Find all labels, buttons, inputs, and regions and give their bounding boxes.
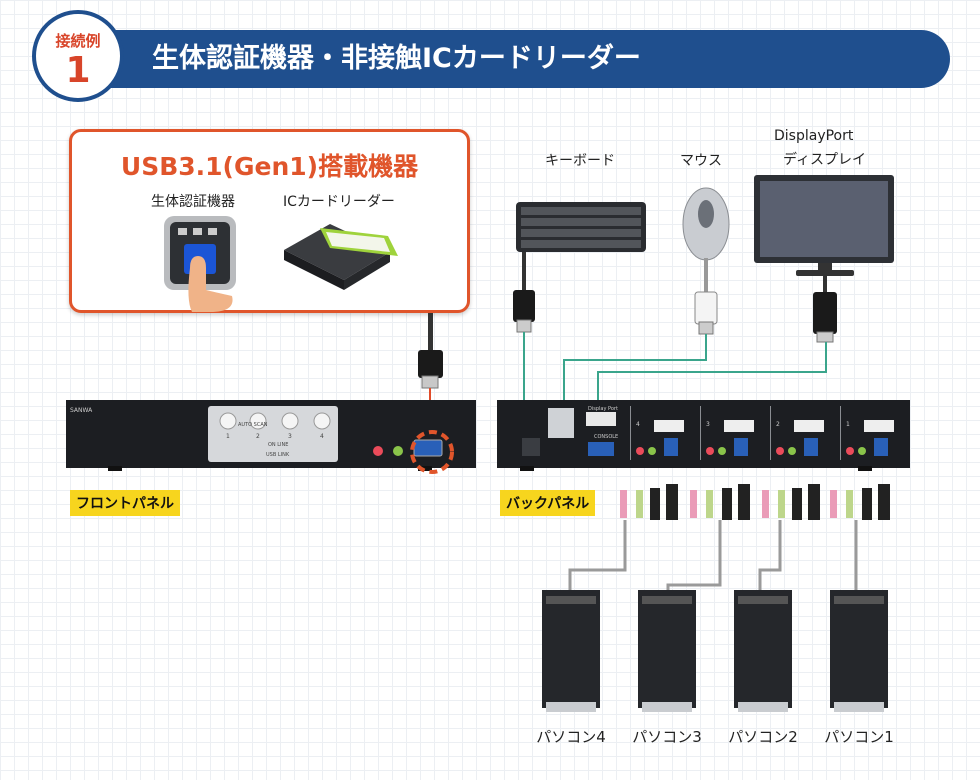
pc-label-2: パソコン2 [728,728,798,746]
front-usb-link: USB LINK [266,452,290,458]
ic-reader-label: ICカードリーダー [283,194,395,210]
front-panel-tag: フロントパネル [70,490,180,516]
back-panel-device [497,400,910,471]
biometric-label: 生体認証機器 [151,194,235,210]
front-panel-device [66,400,476,474]
badge-label: 接続例 [55,32,101,50]
back-display-port-console: Display Port [588,406,618,412]
pc-plugs [620,484,890,520]
front-on-line: ON LINE [268,442,288,448]
ic-card-reader-icon [284,224,398,290]
usb-device-box [69,129,470,313]
back-port-b: 3 [706,421,710,428]
keyboard-label: キーボード [545,153,615,169]
back-port-c: 2 [776,421,780,428]
mouse-icon [682,187,730,335]
front-port-2: 2 [256,433,260,440]
pc-label-1: パソコン1 [824,728,894,746]
page-title: 生体認証機器・非接触ICカードリーダー [152,43,641,74]
back-console: CONSOLE [594,434,618,440]
pc-label-3: パソコン3 [632,728,702,746]
pc-cable-bundles [568,520,858,600]
front-auto-scan: AUTO SCAN [238,422,268,428]
pc-towers [542,590,888,712]
pc-label-4: パソコン4 [536,728,606,746]
back-panel-tag: バックパネル [500,490,596,516]
front-port-3: 3 [288,433,292,440]
front-brand: SANWA [70,407,93,414]
back-port-d: 1 [846,421,850,428]
header-banner [70,30,950,88]
back-port-a: 4 [636,421,640,428]
mouse-label: マウス [680,153,722,169]
display-label-line2: ディスプレイ [783,152,867,168]
back-port-numbers: 4 3 2 1 [636,421,850,428]
example-badge: 接続例 1 [32,10,124,102]
device-box-title: USB3.1(Gen1)搭載機器 [120,152,419,181]
front-port-numbers: 1 2 3 4 [226,433,324,440]
biometric-device-icon [164,216,236,312]
front-port-4: 4 [320,433,324,440]
badge-number: 1 [65,50,91,91]
display-label-line1: DisplayPort [774,128,854,144]
front-port-1: 1 [226,433,230,440]
display-icon [754,175,894,343]
keyboard-icon [513,202,646,333]
